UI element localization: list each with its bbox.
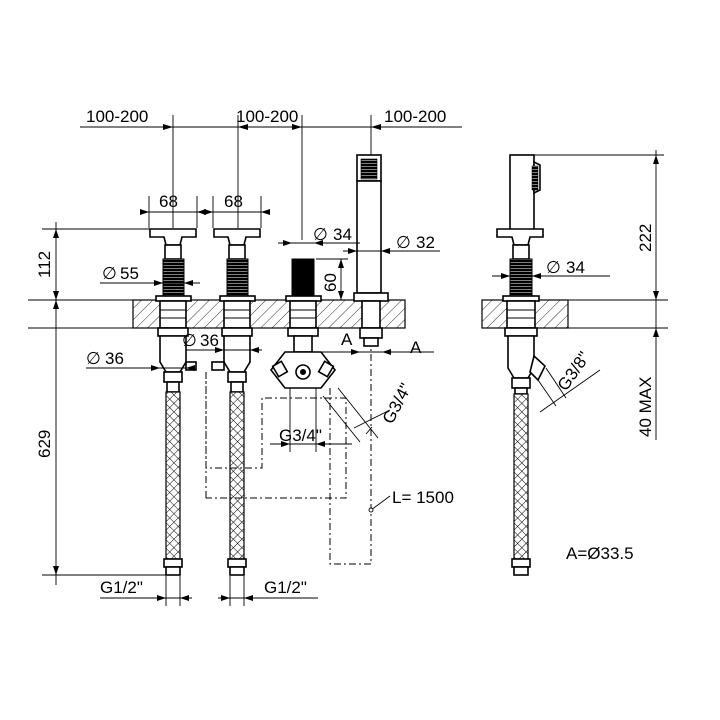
diameter-55-label: 55 (120, 264, 139, 283)
g34-diagonal-label: G3/4" (379, 380, 416, 427)
diameter-32-symbol: ∅ (396, 233, 411, 252)
a-diameter-note: A=Ø33.5 (566, 544, 634, 563)
g12-right-label: G1/2" (264, 578, 307, 597)
diameter-36-dimensions: ∅ 36 ∅ 36 (86, 331, 262, 371)
handle-width-label-2: 68 (224, 192, 243, 211)
diameter-55-dimension: ∅ 55 (100, 264, 200, 286)
spacing-label-1: 100-200 (86, 107, 148, 126)
hose-length-dimension: L= 1500 (368, 488, 454, 513)
a-label-right: A (410, 338, 422, 357)
a-dimension: A A (322, 330, 434, 357)
g38-label: G3/8" (554, 348, 594, 394)
g12-left-label: G1/2" (100, 578, 143, 597)
spacing-dimensions: 100-200 100-200 100-200 (80, 107, 462, 240)
handle-width-dimensions: 68 68 (140, 192, 270, 228)
hand-shower (353, 154, 389, 347)
a-label-left: A (341, 330, 353, 349)
diameter-36-left-label: 36 (105, 349, 124, 368)
diverter-top-dimensions: ∅ 34 ∅ 32 60 (278, 225, 440, 300)
diameter-32-label: 32 (416, 233, 435, 252)
diameter-55-symbol: ∅ (102, 264, 117, 283)
g12-dimensions: G1/2" G1/2" (100, 576, 318, 606)
height-dimensions-left: 112 629 (35, 222, 166, 585)
diameter-36-mid-symbol: ∅ (182, 331, 197, 350)
height-60-label: 60 (321, 273, 340, 292)
diameter-34-front-label: 34 (333, 225, 352, 244)
height-629-label: 629 (35, 430, 54, 458)
g34-dimension: G3/4" (270, 388, 352, 452)
max-40-label: 40 MAX (636, 377, 655, 437)
side-view-body (496, 154, 546, 576)
hose-paths (205, 346, 372, 565)
g34-diagonal-dimension: G3/4" (322, 380, 416, 443)
middle-valve (211, 228, 261, 576)
handle-width-label-1: 68 (159, 192, 178, 211)
diameter-36-mid-label: 36 (200, 331, 219, 350)
deck-section-front (28, 299, 406, 329)
g34-label: G3/4" (279, 426, 322, 445)
spacing-label-2: 100-200 (236, 107, 298, 126)
height-222-label: 222 (636, 224, 655, 252)
diameter-34-side-label: 34 (566, 258, 585, 277)
spacing-label-3: 100-200 (384, 107, 446, 126)
diameter-36-left-symbol: ∅ (86, 349, 101, 368)
left-valve (149, 228, 197, 576)
height-112-label: 112 (35, 251, 54, 278)
hose-length-label: L= 1500 (392, 488, 454, 507)
diameter-34-front-symbol: ∅ (313, 225, 328, 244)
diverter-assembly (269, 258, 337, 389)
diameter-34-side-symbol: ∅ (546, 258, 561, 277)
